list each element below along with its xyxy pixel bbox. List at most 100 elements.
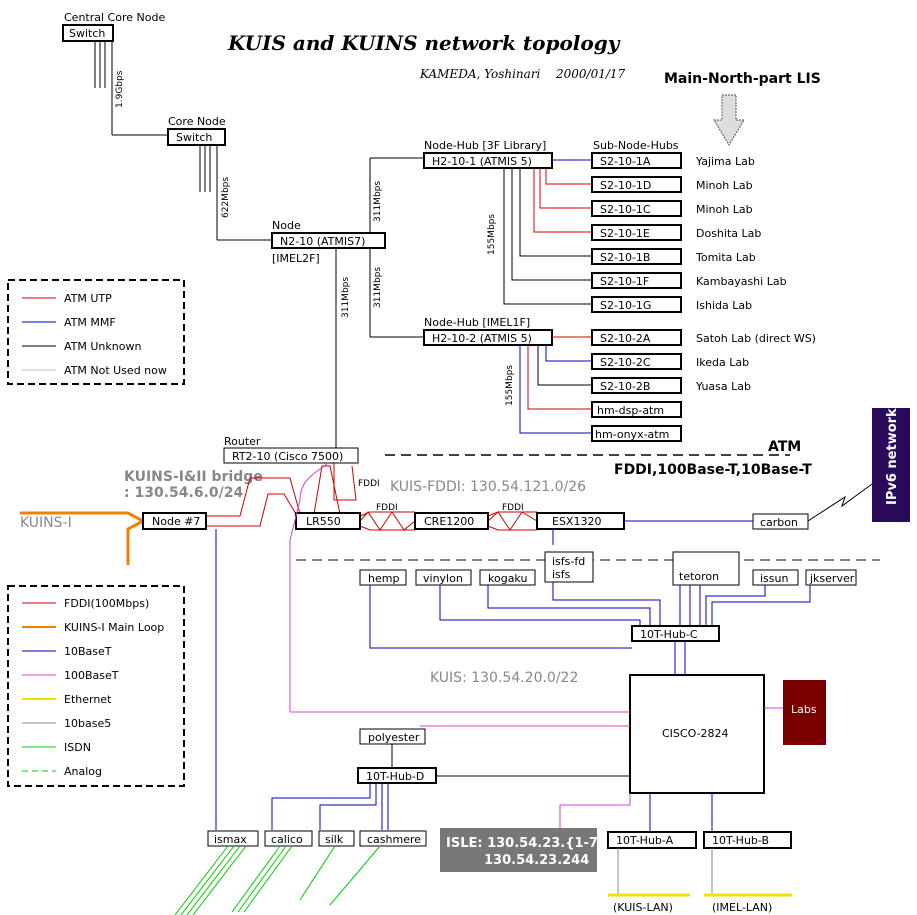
legend-item: ATM Unknown [64,340,141,353]
hub-d[interactable] [357,767,437,784]
sub-node-hub[interactable] [591,329,682,346]
core-switch-box[interactable] [167,128,226,146]
node-7[interactable] [142,512,207,530]
legend-atm [7,279,185,385]
cre1200[interactable] [414,512,489,530]
node-n2-10-label: N2-10 (ATMIS7) [280,235,365,248]
diagram-title: KUIS and KUINS network topology [227,31,621,55]
router-label: Router [224,435,261,448]
speed-311-a: 311Mbps [373,181,383,222]
node-uplinks [335,157,424,448]
hub2-label: Node-Hub [IMEL1F] [424,316,530,329]
kuis-subnet-label: KUIS: 130.54.20.0/22 [430,670,578,686]
host-label: vinylon [423,572,463,585]
sub-node-hub-label: S2-10-2C [600,356,651,369]
author: KAMEDA, Yoshinari [419,67,541,81]
hub-d-links [271,783,389,830]
host-vinylon[interactable] [415,569,472,586]
carbon-label: carbon [760,516,798,529]
legend-item: 10BaseT [64,645,112,658]
sub-node-hub-label: S2-10-1A [600,155,651,168]
sub-node-hub[interactable] [591,152,682,169]
sub-node-hub[interactable] [591,401,682,418]
central-core-label: Central Core Node [64,11,165,24]
ipv6-label: IPv6 network [885,408,900,505]
router-cisco-100baset [289,462,630,713]
lab-name: Yuasa Lab [695,380,751,393]
sub-node-hub-label: S2-10-1B [600,251,650,264]
hub-b[interactable] [703,831,792,849]
lab-name: Doshita Lab [696,227,761,240]
speed-155-a: 155Mbps [487,214,497,255]
legend-item: ISDN [64,741,91,754]
legend-item: 10base5 [64,717,111,730]
node-location: [IMEL2F] [272,252,320,265]
sub-node-hub[interactable] [591,377,682,394]
sub-node-hub[interactable] [591,296,682,313]
isle-subnet: 130.54.23.244 [484,853,589,868]
labs-label: Labs [791,703,817,716]
cisco-2824[interactable] [629,674,765,794]
router-rt2-10[interactable] [223,447,359,464]
central-switch-box[interactable] [62,24,114,42]
legend-item: ATM Not Used now [64,364,167,377]
lr550[interactable] [295,512,361,530]
host-label: isfs [552,568,571,581]
host-issun[interactable] [752,569,799,586]
sub-node-hub[interactable] [591,248,682,265]
hub-c[interactable] [631,625,720,642]
host-label: jkserver [809,572,855,585]
host-label: polyester [368,731,420,744]
lab-name: Kambayashi Lab [696,275,787,288]
host-isfs[interactable] [544,551,594,583]
host-silk[interactable] [318,830,355,847]
fddi-tag: FDDI [376,503,398,513]
sub-node-hub[interactable] [591,224,682,241]
legend-item: Analog [64,765,102,778]
hub1-sub-list: S2-10-1A Yajima Lab S2-10-1D Minoh Lab S… [591,152,787,313]
sub-node-hub[interactable] [591,272,682,289]
node-n2-10[interactable] [271,232,386,249]
sub-node-hub[interactable] [591,425,682,442]
sub-node-hub[interactable] [591,200,682,217]
cre1200-label: CRE1200 [424,515,474,528]
speed-311-b: 311Mbps [373,267,383,308]
hub-c-label: 10T-Hub-C [640,628,698,641]
host-label: hemp [368,572,399,585]
sub-node-hub-label: hm-dsp-atm [597,404,664,417]
hub-a-label: 10T-Hub-A [616,834,674,847]
hub2-name: H2-10-2 (ATMIS 5) [432,332,532,345]
sub-node-hub[interactable] [591,176,682,193]
host-tetoron[interactable] [672,551,740,586]
host-ismax[interactable] [207,830,259,847]
date: 2000/01/17 [555,67,626,81]
central-core-links [94,41,168,136]
isle-box[interactable] [440,828,597,872]
host-label: issun [760,572,788,585]
host-hemp[interactable] [359,569,407,586]
sub-node-hubs-label: Sub-Node-Hubs [593,139,679,152]
sub-node-hub[interactable] [591,353,682,370]
host-cashmere[interactable] [359,830,427,847]
main-north-label: Main-North-part LIS [664,71,821,87]
sub-node-hub-label: hm-onyx-atm [595,428,669,441]
host-calico[interactable] [264,830,313,847]
lab-name: Ikeda Lab [696,356,749,369]
hub-d-label: 10T-Hub-D [366,770,424,783]
host-label: cashmere [367,833,421,846]
sub-node-hub-label: S2-10-2B [600,380,650,393]
labs-box[interactable] [783,680,826,745]
down-arrow-icon [713,94,745,146]
ipv6-network[interactable] [872,408,910,522]
kuis-lan-label: (KUIS-LAN) [613,901,673,914]
host-label: ismax [214,833,247,846]
hub-a[interactable] [607,831,697,849]
legend-item: FDDI(100Mbps) [64,597,149,610]
host-kogaku[interactable] [479,569,536,586]
host-jkserver[interactable] [805,569,857,586]
hub2-sub-list: S2-10-2A Satoh Lab (direct WS) S2-10-2C … [591,329,816,442]
host-label: calico [271,833,303,846]
fddi-tag: FDDI [358,479,380,489]
